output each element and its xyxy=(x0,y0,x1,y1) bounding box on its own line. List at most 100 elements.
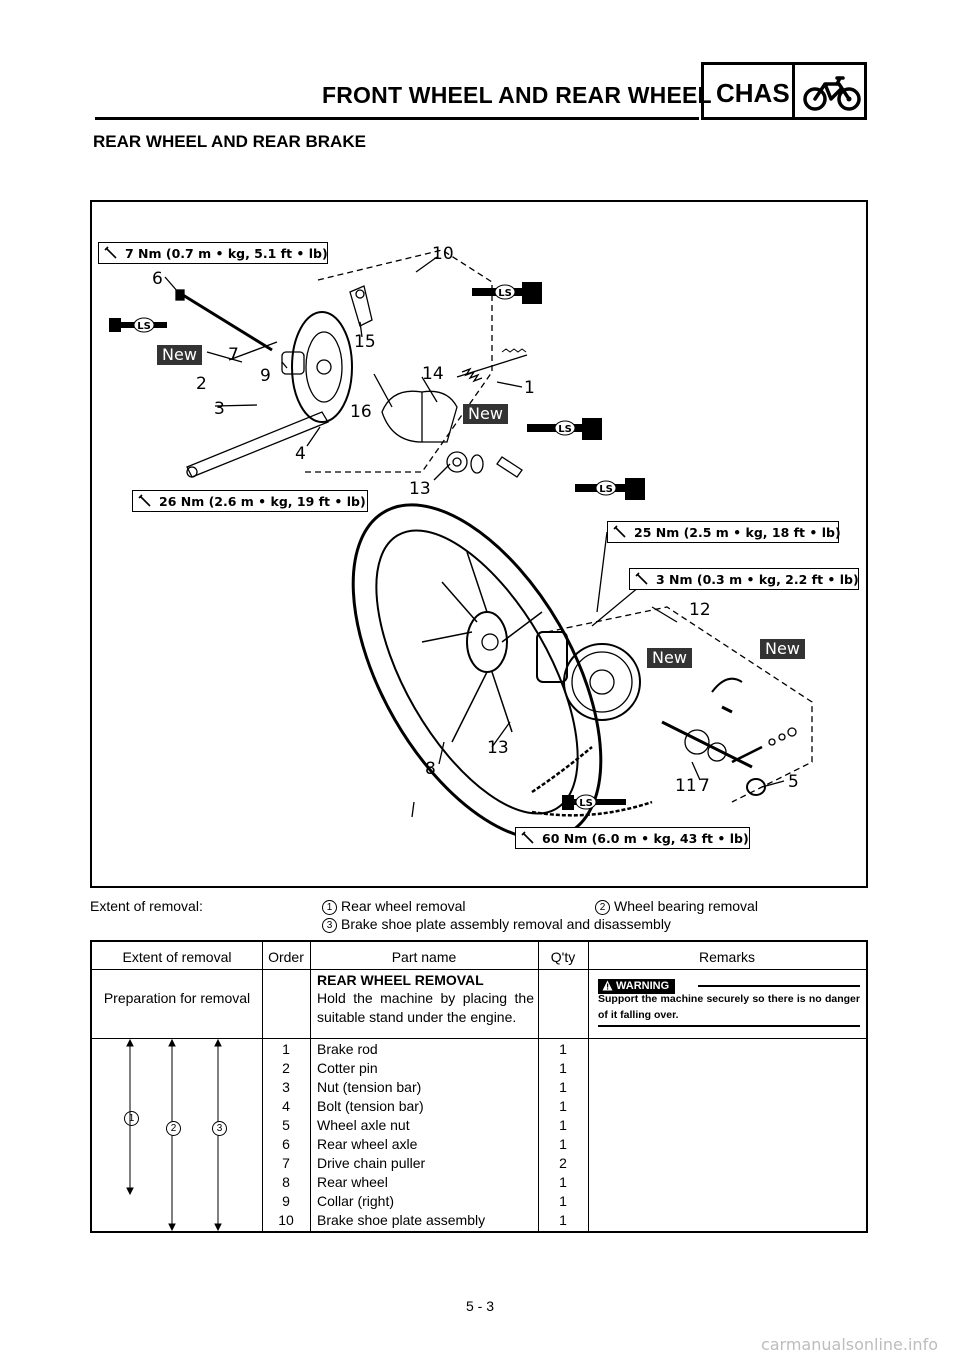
callout-number: 11 xyxy=(675,776,697,796)
callout-number: 4 xyxy=(295,444,306,464)
torque-spec: 26 Nm (2.6 m • kg, 19 ft • lb) xyxy=(132,490,368,512)
row-order: 2 xyxy=(282,1060,290,1076)
row-qty: 1 xyxy=(559,1193,567,1209)
warning-label: WARNING xyxy=(598,979,676,994)
warning-label-text: WARNING xyxy=(616,980,670,992)
ls-grease-icon: LS xyxy=(562,794,626,810)
torque-spec: 60 Nm (6.0 m • kg, 43 ft • lb) xyxy=(515,827,750,849)
warning-text: Support the machine securely so there is… xyxy=(598,993,860,1021)
wrench-icon xyxy=(635,572,648,585)
torque-spec-text: 25 Nm (2.5 m • kg, 18 ft • lb) xyxy=(634,525,841,540)
row-qty: 2 xyxy=(559,1155,567,1171)
motorcycle-icon xyxy=(803,76,861,111)
row-part-name: Brake shoe plate assembly xyxy=(317,1212,486,1228)
ls-grease-icon: LS xyxy=(109,317,167,333)
warning-box: WARNING Support the machine securely so … xyxy=(588,969,866,1038)
row-qty: 1 xyxy=(559,1041,567,1057)
row-qty: 1 xyxy=(559,1098,567,1114)
row-part-name: Cotter pin xyxy=(317,1060,378,1076)
row-order: 4 xyxy=(282,1098,290,1114)
col-header-extent: Extent of removal xyxy=(122,949,232,965)
wrench-icon xyxy=(521,831,534,844)
row-part-name: Brake rod xyxy=(317,1041,378,1057)
new-part-badge: New xyxy=(647,648,692,668)
col-header-qty: Q'ty xyxy=(550,949,576,965)
extent-text: Rear wheel removal xyxy=(341,898,466,914)
table-divider xyxy=(262,942,263,1231)
row-part-name: Rear wheel axle xyxy=(317,1136,418,1152)
callout-number: 3 xyxy=(214,399,225,419)
row-part-name: Collar (right) xyxy=(317,1193,395,1209)
row-qty: 1 xyxy=(559,1060,567,1076)
section-title: REAR WHEEL AND REAR BRAKE xyxy=(93,132,366,151)
new-part-badge: New xyxy=(463,404,508,424)
extent-item: 1 Rear wheel removal xyxy=(322,898,466,915)
svg-text:LS: LS xyxy=(498,288,512,299)
callout-number: 7 xyxy=(699,776,710,796)
warning-rule xyxy=(598,1025,860,1027)
col-header-part-name: Part name xyxy=(391,949,457,965)
torque-spec-text: 3 Nm (0.3 m • kg, 2.2 ft • lb) xyxy=(656,572,859,587)
section-code-divider xyxy=(792,65,795,117)
wrench-icon xyxy=(613,525,626,538)
parts-table: Extent of removal Order Part name Q'ty R… xyxy=(90,940,868,1233)
row-order: 9 xyxy=(282,1193,290,1209)
exploded-diagram: LS LS LS LS LS 7 Nm (0.7 m • kg, 5.1 ft … xyxy=(90,200,868,888)
callout-number: 9 xyxy=(260,366,271,386)
rear-wheel-illustration xyxy=(164,249,813,841)
callout-number: 8 xyxy=(425,759,436,779)
warning-icon xyxy=(602,980,613,991)
row-order: 3 xyxy=(282,1079,290,1095)
wrench-icon xyxy=(104,246,117,259)
ls-grease-icon: LS xyxy=(472,282,542,304)
ls-grease-icon: LS xyxy=(527,418,602,440)
row-order: 7 xyxy=(282,1155,290,1171)
table-divider xyxy=(538,942,539,1231)
callout-number: 16 xyxy=(350,402,372,422)
extent-label: Extent of removal: xyxy=(90,898,203,914)
row-qty: 1 xyxy=(559,1136,567,1152)
torque-spec-text: 7 Nm (0.7 m • kg, 5.1 ft • lb) xyxy=(125,246,328,261)
extent-number-1: 1 xyxy=(322,900,337,915)
callout-number: 10 xyxy=(432,244,454,264)
prep-text: suitable stand under the engine. xyxy=(317,1009,517,1025)
row-qty: 1 xyxy=(559,1117,567,1133)
chapter-title: FRONT WHEEL AND REAR WHEEL xyxy=(322,82,712,108)
section-code: CHAS xyxy=(716,78,790,108)
svg-text:LS: LS xyxy=(558,424,572,435)
extent-marker-2: 2 xyxy=(166,1121,181,1136)
watermark: carmanualsonline.info xyxy=(760,1335,938,1354)
callout-number: 14 xyxy=(422,364,444,384)
page-number: 5 - 3 xyxy=(465,1298,494,1314)
callout-number: 5 xyxy=(788,772,799,792)
row-order: 1 xyxy=(282,1041,290,1057)
row-order: 8 xyxy=(282,1174,290,1190)
extent-number-3: 3 xyxy=(322,918,337,933)
torque-spec: 25 Nm (2.5 m • kg, 18 ft • lb) xyxy=(607,521,841,543)
prep-text: Hold the machine by placing the xyxy=(317,990,534,1006)
warning-rule xyxy=(698,985,860,987)
new-part-badge: New xyxy=(760,639,805,659)
table-divider xyxy=(92,969,866,970)
extent-marker-1: 1 xyxy=(124,1111,139,1126)
row-part-name: Wheel axle nut xyxy=(317,1117,410,1133)
table-divider xyxy=(92,1038,866,1039)
table-divider xyxy=(310,942,311,1231)
row-order: 6 xyxy=(282,1136,290,1152)
row-part-name: Drive chain puller xyxy=(317,1155,426,1171)
prep-title: REAR WHEEL REMOVAL xyxy=(317,972,484,988)
torque-spec: 3 Nm (0.3 m • kg, 2.2 ft • lb) xyxy=(629,568,859,590)
svg-text:LS: LS xyxy=(137,321,151,332)
torque-spec-text: 26 Nm (2.6 m • kg, 19 ft • lb) xyxy=(159,494,366,509)
extent-number-2: 2 xyxy=(595,900,610,915)
row-part-name: Rear wheel xyxy=(317,1174,388,1190)
wrench-icon xyxy=(138,494,151,507)
callout-number: 2 xyxy=(196,374,207,394)
table-divider xyxy=(588,942,589,1231)
row-qty: 1 xyxy=(559,1079,567,1095)
svg-text:LS: LS xyxy=(579,798,593,809)
callout-number: 12 xyxy=(689,600,711,620)
callout-number: 1 xyxy=(524,378,535,398)
